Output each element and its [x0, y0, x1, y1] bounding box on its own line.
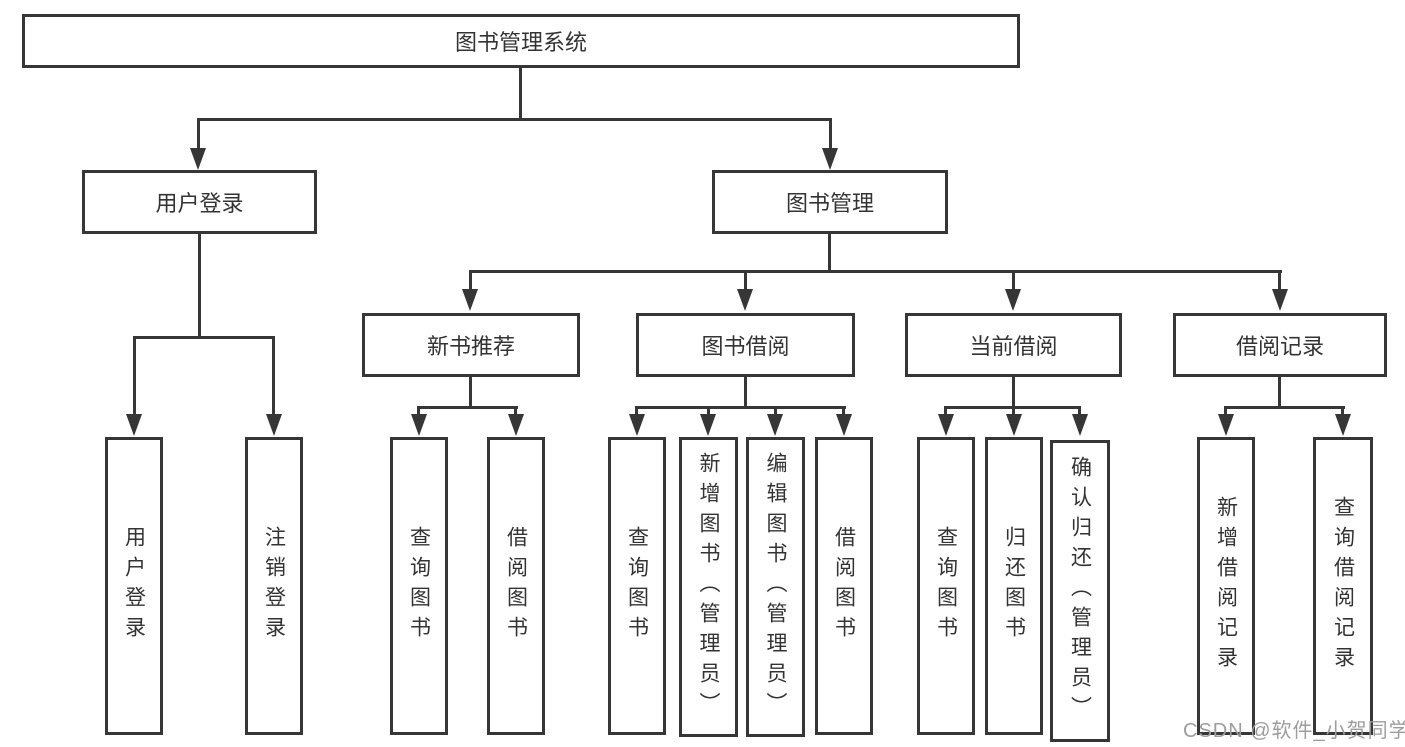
- node-label: 当前借阅: [969, 334, 1058, 359]
- arrow-down-icon: [822, 148, 838, 170]
- node-label: 确认归还（管理员）: [1068, 456, 1092, 726]
- node-label: 归还图书: [1002, 526, 1026, 646]
- connector-line: [519, 68, 522, 120]
- node-borrow-record: 借阅记录: [1173, 313, 1387, 377]
- node-label: 编辑图书（管理员）: [764, 452, 787, 722]
- node-book-borrow: 图书借阅: [636, 313, 855, 377]
- connector-line: [1278, 377, 1281, 408]
- connector-line: [469, 377, 472, 408]
- connector-line: [744, 377, 747, 408]
- arrow-down-icon: [737, 289, 753, 311]
- node-label: 图书管理系统: [454, 30, 587, 55]
- leaf-confirm-return-admin: 确认归还（管理员）: [1050, 440, 1110, 742]
- node-label: 新增借阅记录: [1214, 496, 1238, 676]
- leaf-logout: 注销登录: [245, 437, 303, 735]
- node-label: 借阅图书: [504, 526, 528, 646]
- connector-line: [944, 406, 947, 418]
- connector-line: [514, 406, 517, 418]
- node-library-management-system: 图书管理系统: [22, 14, 1020, 68]
- arrow-down-icon: [836, 414, 852, 436]
- node-label: 借阅图书: [832, 526, 856, 646]
- leaf-add-borrow-record: 新增借阅记录: [1197, 437, 1255, 735]
- connector-line: [197, 118, 200, 152]
- connector-line: [417, 406, 420, 418]
- connector-line: [828, 234, 831, 272]
- leaf-query-books: 查询图书: [608, 437, 666, 735]
- connector-line: [1078, 406, 1081, 418]
- connector-line: [1278, 270, 1281, 292]
- leaf-borrow-books: 借阅图书: [815, 437, 873, 735]
- connector-line: [774, 406, 777, 418]
- arrow-down-icon: [190, 148, 206, 170]
- node-user-login: 用户登录: [82, 170, 317, 234]
- connector-line: [1012, 406, 1015, 418]
- connector-line: [1225, 406, 1345, 409]
- node-current-borrow: 当前借阅: [905, 313, 1122, 377]
- node-label: 用户登录: [155, 191, 244, 216]
- arrow-down-icon: [629, 414, 645, 436]
- connector-line: [1012, 377, 1015, 408]
- node-label: 查询图书: [407, 526, 431, 646]
- connector-line: [418, 406, 518, 409]
- connector-line: [1224, 406, 1227, 418]
- arrow-down-icon: [462, 289, 478, 311]
- arrow-down-icon: [767, 414, 783, 436]
- connector-line: [133, 336, 275, 339]
- csdn-watermark: CSDN @软件_小贺同学: [1183, 720, 1405, 742]
- node-new-book-recommend: 新书推荐: [362, 313, 580, 377]
- connector-line: [198, 234, 201, 339]
- arrow-down-icon: [1335, 414, 1351, 436]
- connector-line: [744, 270, 747, 292]
- connector-line: [469, 270, 1282, 273]
- arrow-down-icon: [508, 414, 524, 436]
- connector-line: [469, 270, 472, 292]
- connector-line: [1012, 270, 1015, 292]
- connector-line: [707, 406, 710, 418]
- leaf-return-books: 归还图书: [985, 437, 1043, 735]
- arrow-down-icon: [700, 414, 716, 436]
- connector-line: [635, 406, 638, 418]
- leaf-query-books: 查询图书: [390, 437, 448, 735]
- connector-line: [829, 118, 832, 152]
- node-label: 查询图书: [625, 526, 649, 646]
- leaf-query-borrow-record: 查询借阅记录: [1313, 437, 1373, 735]
- node-book-management: 图书管理: [712, 170, 948, 234]
- arrow-down-icon: [938, 414, 954, 436]
- arrow-down-icon: [1218, 414, 1234, 436]
- node-label: 查询图书: [934, 526, 958, 646]
- connector-line: [272, 336, 275, 416]
- node-label: 新书推荐: [426, 334, 515, 359]
- connector-line: [636, 406, 846, 409]
- arrow-down-icon: [1072, 414, 1088, 436]
- arrow-down-icon: [411, 414, 427, 436]
- arrow-down-icon: [1005, 289, 1021, 311]
- connector-line: [842, 406, 845, 418]
- arrow-down-icon: [266, 414, 282, 436]
- node-label: 借阅记录: [1235, 334, 1324, 359]
- node-label: 图书借阅: [701, 334, 790, 359]
- leaf-add-books-admin: 新增图书（管理员）: [679, 437, 738, 737]
- leaf-query-books: 查询图书: [917, 437, 975, 735]
- connector-line: [1341, 406, 1344, 418]
- node-label: 图书管理: [785, 191, 874, 216]
- leaf-user-login: 用户登录: [105, 437, 163, 735]
- leaf-borrow-books: 借阅图书: [487, 437, 545, 735]
- leaf-edit-books-admin: 编辑图书（管理员）: [746, 437, 805, 737]
- node-label: 用户登录: [122, 526, 146, 646]
- node-label: 注销登录: [262, 526, 286, 646]
- node-label: 新增图书（管理员）: [697, 452, 720, 722]
- arrow-down-icon: [1006, 414, 1022, 436]
- node-label: 查询借阅记录: [1331, 496, 1355, 676]
- connector-line: [197, 118, 832, 121]
- arrow-down-icon: [1272, 289, 1288, 311]
- connector-line: [133, 336, 136, 416]
- arrow-down-icon: [126, 414, 142, 436]
